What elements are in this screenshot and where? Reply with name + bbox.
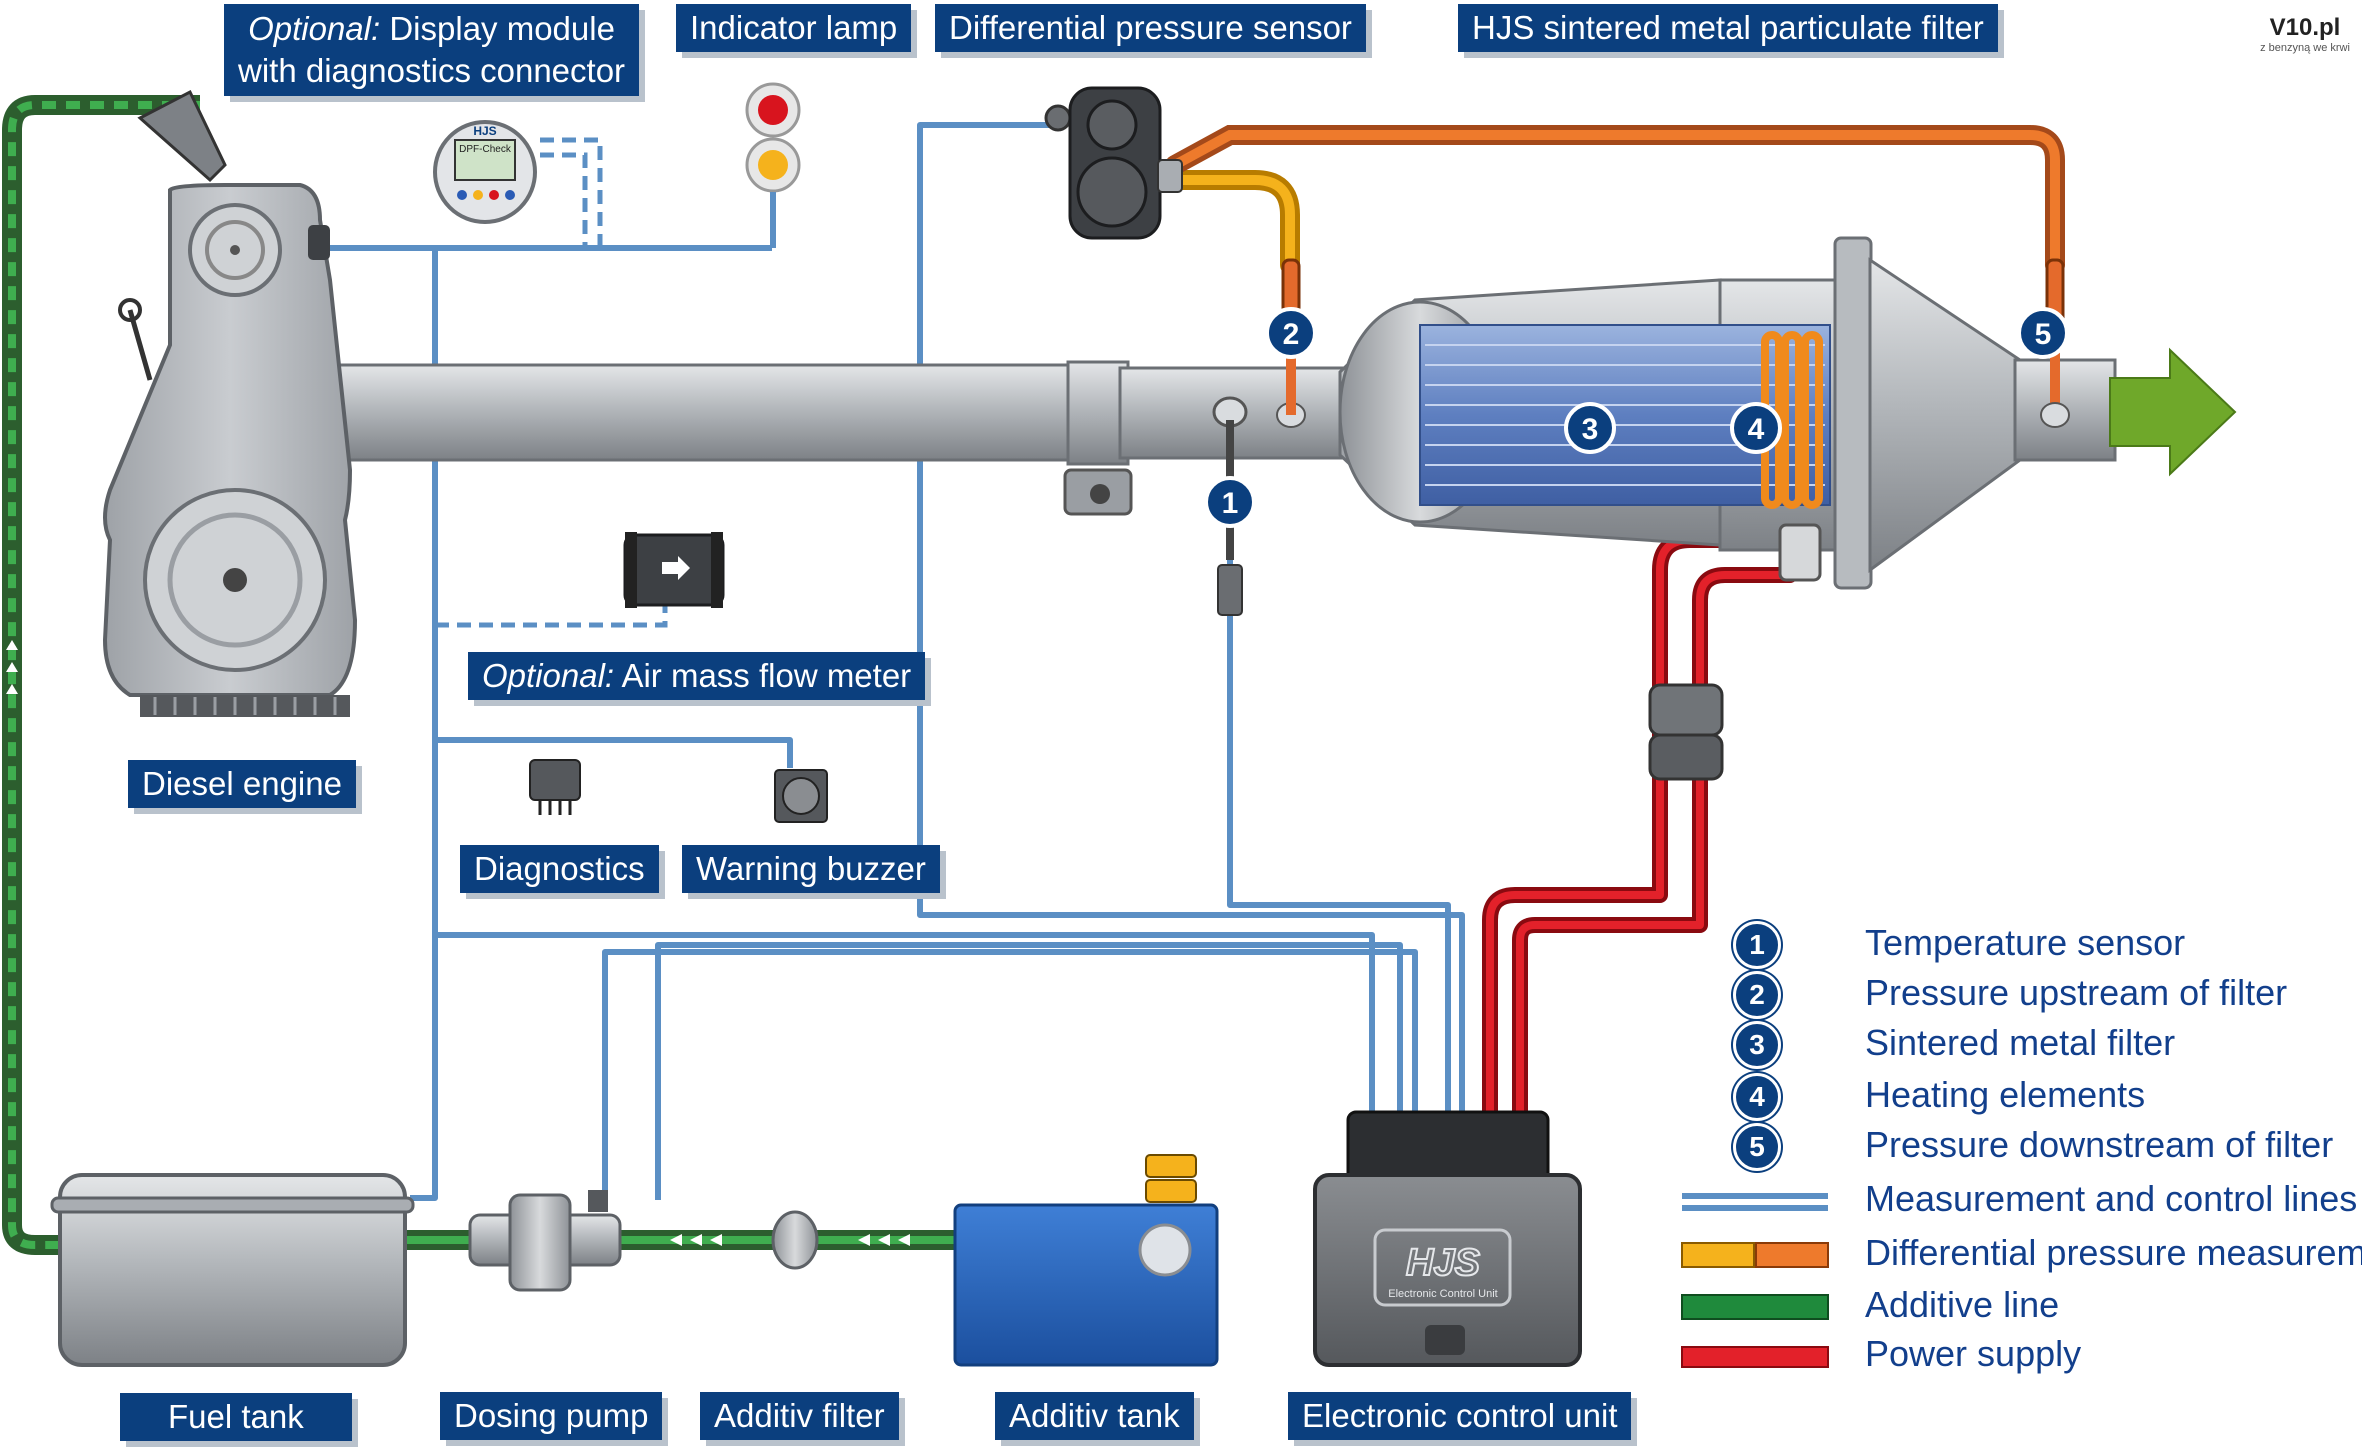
label-dosing-pump: Dosing pump	[440, 1392, 663, 1440]
callout-5: 5	[2017, 307, 2069, 359]
legend-text-2: Pressure upstream of filter	[1865, 972, 2288, 1013]
label-air-mass-flow-meter: Optional: Air mass flow meter	[468, 652, 926, 700]
callout-2: 2	[1265, 307, 1317, 359]
exhaust-pipe	[323, 360, 1133, 516]
legend-row-3: 3	[1733, 1021, 1781, 1069]
label-additiv-tank: Additiv tank	[995, 1392, 1194, 1440]
legend-row-2: 2	[1733, 971, 1781, 1019]
legend-text-5: Pressure downstream of filter	[1865, 1124, 2334, 1165]
indicator-lamp-device	[745, 82, 801, 248]
label-warning-buzzer: Warning buzzer	[682, 845, 940, 893]
label-indicator-lamp: Indicator lamp	[676, 4, 912, 52]
legend-swatch-additive	[1681, 1294, 1829, 1320]
additiv-tank-device	[953, 1154, 1219, 1367]
exhaust-outlet-arrow	[2109, 347, 2237, 477]
svg-text:1: 1	[1222, 487, 1239, 520]
logo-mark: V10.pl	[2269, 14, 2341, 41]
dpf-check-name: DPF-Check	[459, 144, 512, 155]
label-fuel-tank: Fuel tank	[120, 1393, 352, 1441]
callout-4: 4	[1730, 402, 1782, 454]
heating-terminal	[1778, 523, 1822, 582]
legend-swatch-differential	[1681, 1242, 1829, 1268]
power-connector	[1648, 683, 1724, 781]
legend-row-1: 1	[1733, 921, 1781, 969]
svg-text:4: 4	[1748, 413, 1765, 446]
measurement-control-lines	[330, 122, 1465, 1201]
legend-text-power: Power supply	[1865, 1333, 2082, 1374]
fuel-tank-device	[50, 1173, 415, 1367]
ecu-brand: HJS	[1406, 1242, 1480, 1284]
air-mass-flow-meter-device	[623, 532, 725, 608]
label-diesel-engine: Diesel engine	[128, 760, 356, 808]
label-display-module: Optional: Display module with diagnostic…	[224, 4, 640, 96]
electronic-control-unit-device: HJS Electronic Control Unit	[1313, 1110, 1582, 1367]
label-additiv-filter: Additiv filter	[700, 1392, 899, 1440]
legend-swatch-power	[1681, 1346, 1829, 1368]
label-differential-pressure-sensor: Differential pressure sensor	[935, 4, 1366, 52]
dosing-pump-device	[468, 1190, 622, 1292]
optional-dashed-lines	[435, 137, 668, 628]
legend-text-additive: Additive line	[1865, 1284, 2060, 1325]
legend-text-4: Heating elements	[1865, 1074, 2146, 1115]
legend-text-1: Temperature sensor	[1865, 922, 2186, 963]
svg-text:3: 3	[1582, 413, 1599, 446]
ecu-caption: Electronic Control Unit	[1388, 1288, 1497, 1300]
legend-text-differential: Differential pressure measurement	[1865, 1232, 2362, 1273]
flow-arrows-additive	[6, 640, 910, 1246]
optional-prefix: Optional:	[248, 10, 381, 47]
callout-3: 3	[1564, 402, 1616, 454]
svg-text:2: 2	[1283, 318, 1300, 351]
svg-text:5: 5	[2035, 318, 2052, 351]
legend-text-3: Sintered metal filter	[1865, 1022, 2176, 1063]
legend-swatch-measurement	[1682, 1193, 1828, 1211]
optional-prefix: Optional:	[482, 657, 615, 694]
diagnostics-connector-device	[529, 759, 581, 815]
legend-row-4: 4	[1733, 1073, 1781, 1121]
legend-row-5: 5	[1733, 1123, 1781, 1171]
differential-pressure-sensor-device	[1044, 86, 1183, 240]
label-electronic-control-unit: Electronic control unit	[1288, 1392, 1632, 1440]
display-module-text: Display module	[389, 10, 615, 47]
display-module-line2: with diagnostics connector	[238, 52, 626, 89]
label-diagnostics: Diagnostics	[460, 845, 659, 893]
legend-text-measurement: Measurement and control lines	[1865, 1178, 2358, 1219]
diesel-engine-device	[102, 89, 358, 717]
air-mass-text: Air mass flow meter	[621, 657, 912, 694]
watermark-logo: V10.pl z benzyną we krwi	[2255, 14, 2355, 54]
logo-tagline: z benzyną we krwi	[2260, 42, 2350, 54]
dpf-check-brand: HJS	[473, 124, 496, 138]
additiv-filter-device	[771, 1210, 819, 1270]
label-hjs-filter: HJS sintered metal particulate filter	[1458, 4, 1998, 52]
warning-buzzer-device	[774, 769, 828, 823]
callout-1: 1	[1204, 476, 1256, 528]
differential-pressure-lines	[1160, 125, 2065, 275]
display-module-device: HJS DPF-Check	[433, 120, 537, 224]
